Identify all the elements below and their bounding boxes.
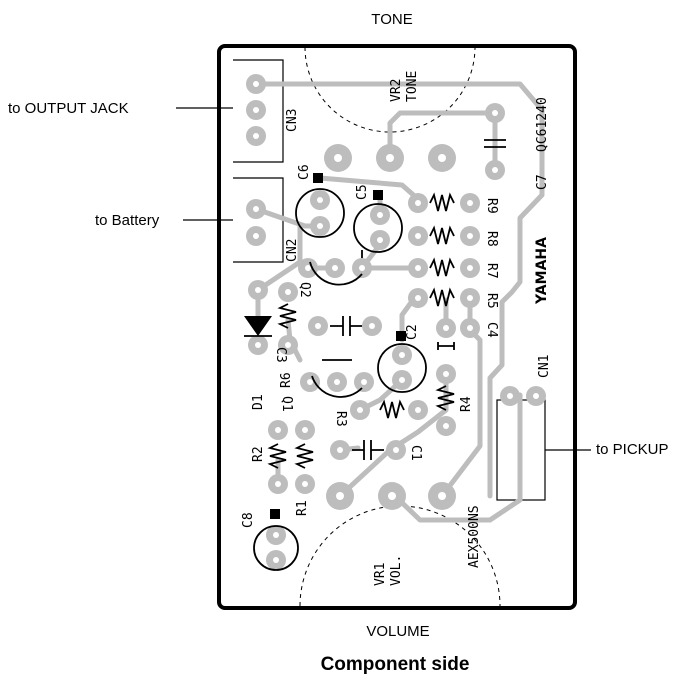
vr1-label: VR1 (373, 563, 388, 586)
c5-label: C5 (355, 184, 370, 200)
cn3-label: CN3 (285, 109, 300, 132)
diagram-caption: Component side (321, 654, 470, 675)
volume-pot-label: VOLUME (366, 623, 429, 640)
r2-label: R2 (251, 446, 266, 462)
vr2-label: VR2 (389, 79, 404, 102)
capacitor-symbols (330, 139, 506, 460)
r7-label: R7 (484, 263, 499, 279)
d1-label: D1 (251, 394, 266, 410)
cn2-outline (233, 177, 284, 263)
cn1-label: CN1 (537, 355, 552, 378)
r4-label: R4 (459, 396, 474, 412)
c8-label: C8 (241, 512, 256, 528)
tone-pot-label: TONE (371, 11, 412, 28)
pickup-label: to PICKUP (596, 441, 669, 458)
c1-label: C1 (408, 445, 423, 461)
r6-label: R6 (279, 372, 294, 388)
c4-label: C4 (484, 322, 499, 338)
vr1-footprint (299, 505, 501, 607)
output-jack-label: to OUTPUT JACK (8, 100, 129, 117)
c6-label: C6 (297, 164, 312, 180)
q2-label: Q2 (297, 282, 312, 298)
transistor-outlines (309, 250, 363, 398)
part-number-label: QC61240 (535, 97, 550, 152)
model-label: AEX500NS (467, 505, 482, 568)
board-outline (217, 44, 577, 610)
c7-label: C7 (535, 174, 550, 190)
r3-label: R3 (333, 411, 348, 427)
c2-label: C2 (405, 324, 420, 340)
r8-label: R8 (484, 231, 499, 247)
q1-label: Q1 (279, 396, 294, 412)
r9-label: R9 (484, 198, 499, 214)
r1-label: R1 (295, 500, 310, 516)
silkscreen-text: CN3 CN2 CN1 VR2 TONE VR1 VOL. QC61240 C7… (241, 71, 552, 586)
vr2-name-label: TONE (405, 71, 420, 102)
pads (246, 74, 546, 570)
vr1-name-label: VOL. (389, 555, 404, 586)
cn2-label: CN2 (285, 239, 300, 262)
capacitor-outlines (253, 173, 427, 571)
r5-label: R5 (484, 293, 499, 309)
c3-label: C3 (273, 347, 288, 363)
diode-d1 (244, 316, 272, 337)
brand-label: YAMAHA (534, 237, 550, 305)
battery-label: to Battery (95, 212, 160, 229)
resistor-symbols (267, 192, 455, 469)
cn3-outline (233, 59, 284, 163)
